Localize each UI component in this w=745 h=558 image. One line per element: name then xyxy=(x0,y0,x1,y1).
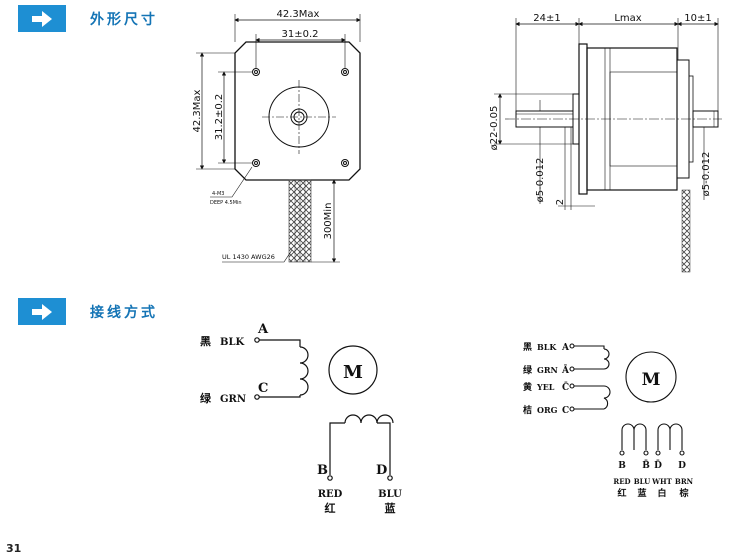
arrow-right-icon xyxy=(18,298,66,325)
wire-en-red: RED xyxy=(613,477,630,486)
dim-shaft-diameter: ø5-0.012 xyxy=(535,158,546,203)
terminal-d: D xyxy=(678,461,686,471)
wire-cn-brn: 棕 xyxy=(678,487,688,499)
dim-boss-diameter: ø22-0.05 xyxy=(489,106,500,151)
terminal-c-bar: C̄ xyxy=(562,381,569,393)
wire-cn-grn: 绿 xyxy=(523,364,533,376)
motor-label-unipolar: M xyxy=(642,370,661,390)
terminal-b-bar: B̄ xyxy=(642,459,650,471)
wire-cn-blu: 蓝 xyxy=(385,501,396,515)
side-view xyxy=(494,18,722,273)
unipolar-left-labels: 黑 BLK A 绿 GRN Ā 黄 YEL C̄ 桔 ORG C xyxy=(523,342,570,416)
section-title-outline: 外形尺寸 xyxy=(90,11,158,28)
terminal-a: A xyxy=(257,322,269,337)
dim-shaft-length: 24±1 xyxy=(533,13,560,24)
wire-cn-blk: 黑 xyxy=(523,342,532,353)
dim-flat: 2 xyxy=(555,199,566,205)
terminal-a: A xyxy=(561,343,570,353)
wire-en-org: ORG xyxy=(537,405,558,415)
terminal-a-bar: Ā xyxy=(561,364,570,376)
dim-hole-pitch-v: 31.2±0.2 xyxy=(214,94,225,141)
wire-spec: UL 1430 AWG26 xyxy=(222,253,275,261)
dim-hole-pitch-h: 31±0.2 xyxy=(281,29,318,40)
dim-rear-shaft-diameter: ø5-0.012 xyxy=(701,152,712,197)
wire-cn-org: 桔 xyxy=(523,404,532,416)
wire-en-brn: BRN xyxy=(675,477,694,486)
wire-cn-wht: 白 xyxy=(657,487,666,499)
wire-en-red: RED xyxy=(318,489,343,500)
section-header-outline: 外形尺寸 xyxy=(18,5,158,32)
wire-en-grn: GRN xyxy=(220,394,246,405)
section-title-wiring: 接线方式 xyxy=(90,304,158,321)
wire-cn-grn: 绿 xyxy=(200,391,212,405)
terminal-b: B xyxy=(618,461,626,471)
terminal-d: D xyxy=(376,463,387,478)
dim-overall-height: 42.3Max xyxy=(192,89,203,132)
bipolar-wiring xyxy=(254,337,394,481)
motor-label: M xyxy=(343,362,363,383)
arrow-right-icon xyxy=(18,5,66,32)
screw-note-1: 4-M3 xyxy=(212,191,224,197)
terminal-b: B xyxy=(317,463,328,478)
wire-en-blu: BLU xyxy=(378,489,402,500)
wire-en-blu: BLU xyxy=(634,477,651,486)
terminal-d-bar: D̄ xyxy=(654,459,662,471)
wire-cn-blk: 黑 xyxy=(200,335,211,348)
wire-en-grn: GRN xyxy=(537,365,558,375)
screw-note-2: DEEP 4.5Min xyxy=(210,200,242,206)
wire-cn-blu: 蓝 xyxy=(637,487,646,499)
section-header-wiring: 接线方式 xyxy=(18,298,158,325)
terminal-c: C xyxy=(562,406,569,416)
unipolar-wiring xyxy=(569,343,685,456)
dim-overall-width: 42.3Max xyxy=(277,9,320,20)
wire-cn-yel: 黄 xyxy=(523,381,532,393)
wire-en-yel: YEL xyxy=(536,382,555,392)
unipolar-bottom-labels: B B̄ D̄ D RED BLU WHT BRN 红 蓝 白 棕 xyxy=(613,459,693,499)
wire-en-blk: BLK xyxy=(220,337,244,348)
wire-cn-red: 红 xyxy=(617,487,626,499)
dim-body-length: Lmax xyxy=(614,13,641,24)
wire-cn-red: 红 xyxy=(325,501,336,515)
page-number: 31 xyxy=(6,542,22,555)
wire-en-wht: WHT xyxy=(651,477,672,486)
wire-en-blk: BLK xyxy=(537,342,557,352)
dim-rear-shaft: 10±1 xyxy=(684,13,711,24)
terminal-c: C xyxy=(258,381,268,396)
front-view xyxy=(196,14,361,263)
dim-lead-length: 300Min xyxy=(323,203,334,240)
